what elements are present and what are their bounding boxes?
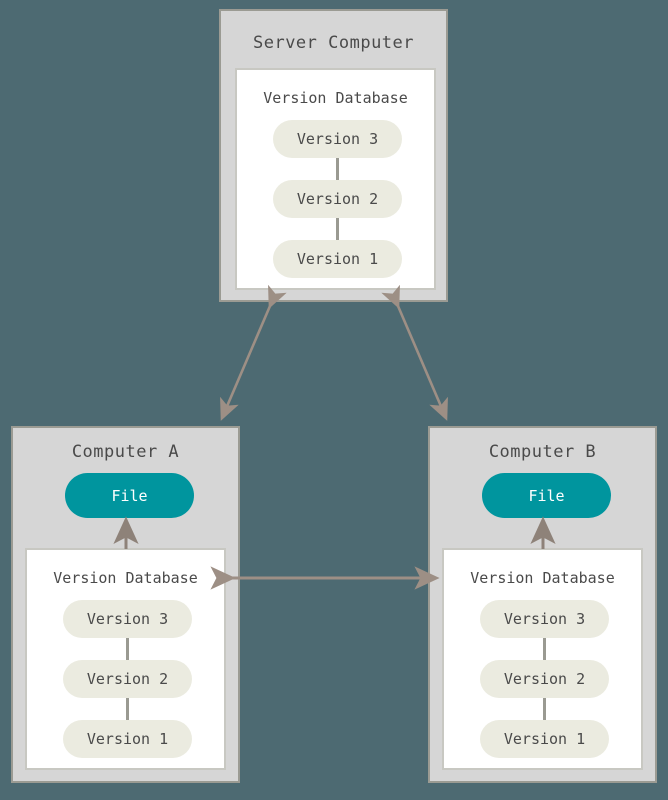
server-connector-2-1 bbox=[336, 216, 339, 242]
server-connector-3-2 bbox=[336, 156, 339, 182]
server-version-database-panel: Version Database Version 3 Version 2 Ver… bbox=[235, 68, 436, 290]
computer-a-title: Computer A bbox=[71, 442, 180, 462]
server-version-pill[interactable]: Version 3 bbox=[273, 120, 402, 158]
computer-a-version-database-title: Version Database bbox=[53, 569, 198, 587]
computer-a-connector-2-1 bbox=[126, 696, 129, 722]
computer-a-version-pill[interactable]: Version 3 bbox=[63, 600, 192, 638]
computer-b-version-pill[interactable]: Version 2 bbox=[480, 660, 609, 698]
computer-a-box: Computer A File Version Database Version… bbox=[11, 426, 240, 783]
computer-b-connector-2-1 bbox=[543, 696, 546, 722]
computer-b-box: Computer B File Version Database Version… bbox=[428, 426, 657, 783]
computer-b-connector-3-2 bbox=[543, 636, 546, 662]
server-version-pill[interactable]: Version 2 bbox=[273, 180, 402, 218]
server-computer-title: Server Computer bbox=[252, 33, 415, 53]
computer-a-version-pill[interactable]: Version 2 bbox=[63, 660, 192, 698]
arrow-server-to-computer-b bbox=[381, 284, 448, 421]
computer-b-version-pill[interactable]: Version 1 bbox=[480, 720, 609, 758]
server-computer-box: Server Computer Version Database Version… bbox=[219, 9, 448, 302]
computer-b-version-database-panel: Version Database Version 3 Version 2 Ver… bbox=[442, 548, 643, 770]
arrow-server-to-computer-a bbox=[220, 284, 287, 421]
computer-a-version-database-panel: Version Database Version 3 Version 2 Ver… bbox=[25, 548, 226, 770]
computer-a-version-pill[interactable]: Version 1 bbox=[63, 720, 192, 758]
computer-b-title: Computer B bbox=[488, 442, 597, 462]
computer-b-version-database-title: Version Database bbox=[470, 569, 615, 587]
computer-b-file-pill[interactable]: File bbox=[482, 473, 611, 518]
server-version-database-title: Version Database bbox=[263, 89, 408, 107]
computer-a-connector-3-2 bbox=[126, 636, 129, 662]
server-version-pill[interactable]: Version 1 bbox=[273, 240, 402, 278]
computer-b-version-pill[interactable]: Version 3 bbox=[480, 600, 609, 638]
computer-a-file-pill[interactable]: File bbox=[65, 473, 194, 518]
